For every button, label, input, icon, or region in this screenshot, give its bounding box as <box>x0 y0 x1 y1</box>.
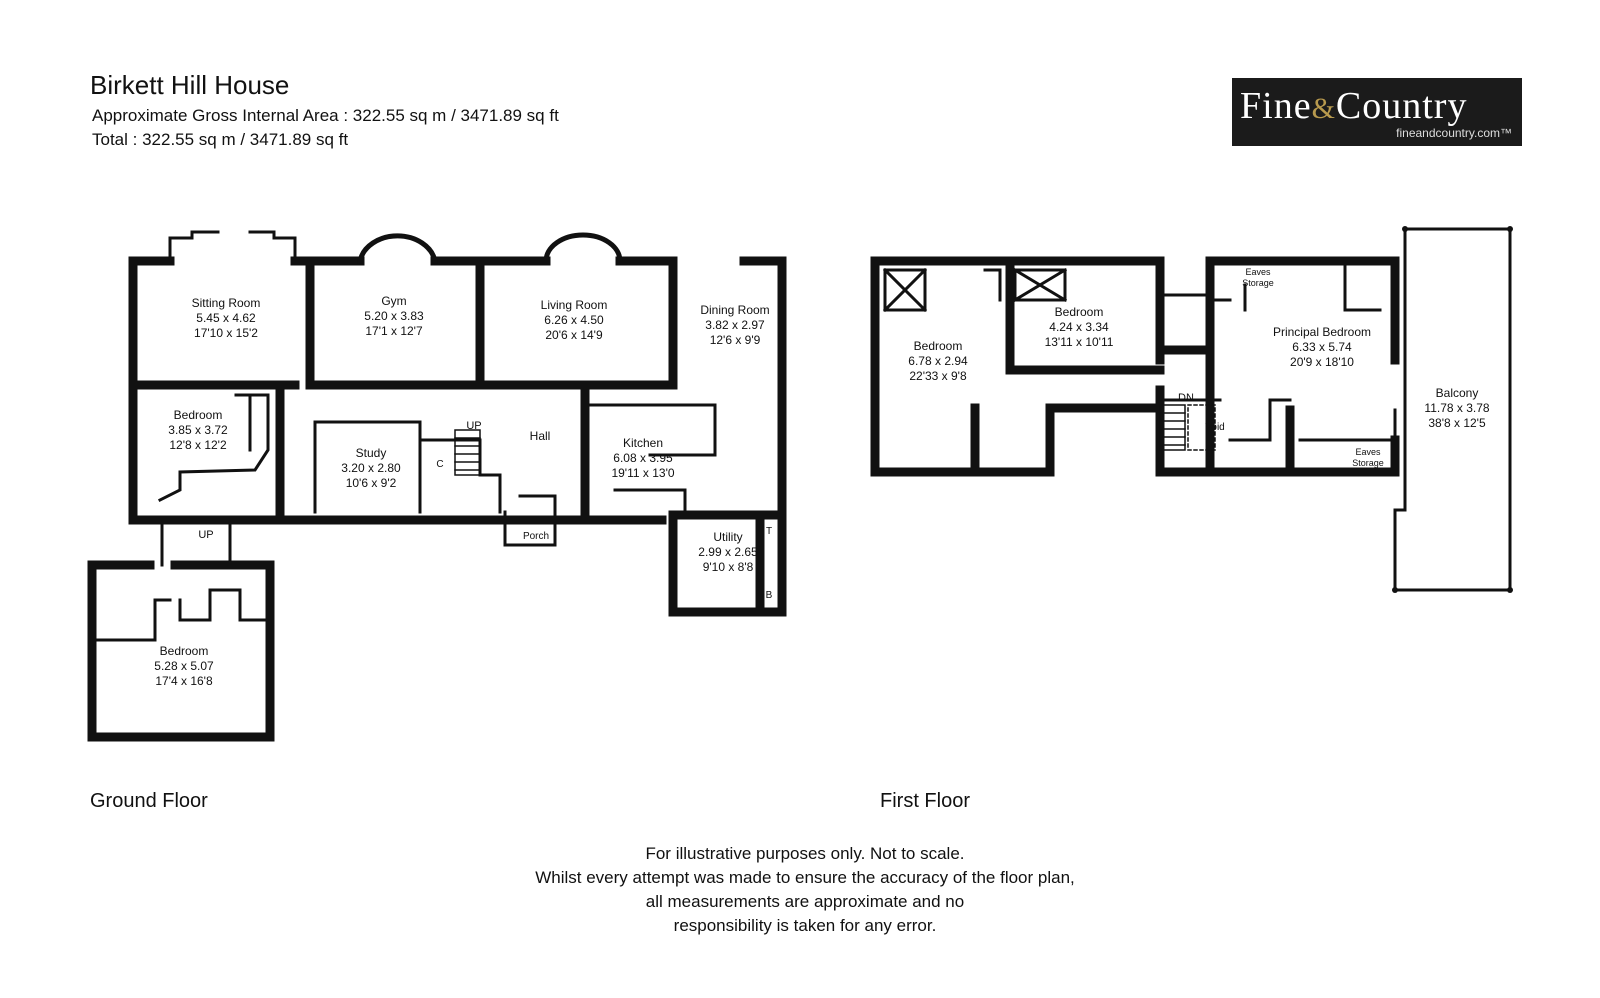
cupboard-label: C <box>436 459 443 470</box>
living-room-imperial: 20'6 x 14'9 <box>545 328 603 342</box>
study-name: Study <box>356 446 387 460</box>
gym-imperial: 17'1 x 12'7 <box>365 324 423 338</box>
ground-annex-walls <box>87 560 275 742</box>
kitchen-metric: 6.08 x 3.95 <box>613 451 673 465</box>
first-floor-walls <box>870 256 1400 477</box>
tank-label: T <box>766 526 772 537</box>
gross-area: Approximate Gross Internal Area : 322.55… <box>92 106 559 125</box>
bedroom-g2-imperial: 17'4 x 16'8 <box>155 674 213 688</box>
study-imperial: 10'6 x 9'2 <box>346 476 397 490</box>
principal-bedroom-name: Principal Bedroom <box>1273 325 1371 339</box>
balcony-name: Balcony <box>1436 386 1479 400</box>
bedroom-g2-name: Bedroom <box>160 644 209 658</box>
disclaimer-line-3: all measurements are approximate and no <box>645 892 965 911</box>
bedroom-f1-metric: 6.78 x 2.94 <box>908 354 968 368</box>
principal-bedroom-metric: 6.33 x 5.74 <box>1292 340 1352 354</box>
sitting-room-imperial: 17'10 x 15'2 <box>194 326 258 340</box>
utility-name: Utility <box>713 530 742 544</box>
void-label: Void <box>1205 422 1224 433</box>
dn-label: DN <box>1178 392 1194 404</box>
bedroom-f2-imperial: 13'11 x 10'11 <box>1045 335 1114 349</box>
kitchen-name: Kitchen <box>623 436 663 450</box>
annex-interior <box>90 518 272 642</box>
room-labels: Sitting Room 5.45 x 4.62 17'10 x 15'2 Gy… <box>154 267 1490 688</box>
dining-room-metric: 3.82 x 2.97 <box>705 318 765 332</box>
first-stair <box>1159 404 1216 451</box>
bedroom-f2-metric: 4.24 x 3.34 <box>1049 320 1109 334</box>
ground-stair <box>454 429 481 476</box>
living-room-name: Living Room <box>541 298 608 312</box>
bedroom-g1-imperial: 12'8 x 12'2 <box>169 438 227 452</box>
gym-name: Gym <box>381 294 406 308</box>
dining-room-imperial: 12'6 x 9'9 <box>710 333 761 347</box>
first-interior <box>882 263 1397 442</box>
porch-label: Porch <box>523 531 549 542</box>
balcony-imperial: 38'8 x 12'5 <box>1428 416 1486 430</box>
logo-url: fineandcountry.com™ <box>1396 126 1512 140</box>
ground-floor-walls <box>128 256 787 617</box>
bedroom-f2-name: Bedroom <box>1055 305 1104 319</box>
bedroom-f1-imperial: 22'33 x 9'8 <box>909 369 967 383</box>
sitting-room-bay <box>168 230 297 263</box>
disclaimer-line-2: Whilst every attempt was made to ensure … <box>535 868 1075 887</box>
gym-metric: 5.20 x 3.83 <box>364 309 424 323</box>
disclaimer: For illustrative purposes only. Not to s… <box>500 842 1110 938</box>
bedroom-g2-metric: 5.28 x 5.07 <box>154 659 214 673</box>
bedroom-g1-metric: 3.85 x 3.72 <box>168 423 228 437</box>
hall-label: Hall <box>530 429 551 443</box>
disclaimer-line-1: For illustrative purposes only. Not to s… <box>645 844 965 863</box>
up-label-annex: UP <box>198 529 213 541</box>
bay-windows <box>357 232 623 264</box>
kitchen-imperial: 19'11 x 13'0 <box>611 466 674 480</box>
eaves-storage-2-bottom: Storage <box>1352 458 1384 468</box>
boiler-label: B <box>766 590 773 601</box>
eaves-storage-2-top: Eaves <box>1355 447 1381 457</box>
logo-wordmark: Fine&Country <box>1240 85 1468 127</box>
disclaimer-line-4: responsibility is taken for any error. <box>673 916 937 935</box>
total-area: Total : 322.55 sq m / 3471.89 sq ft <box>92 130 349 149</box>
study-metric: 3.20 x 2.80 <box>341 461 401 475</box>
utility-metric: 2.99 x 2.65 <box>698 545 758 559</box>
sitting-room-metric: 5.45 x 4.62 <box>196 311 256 325</box>
sitting-room-name: Sitting Room <box>192 296 261 310</box>
fine-country-logo: Fine&Country fineandcountry.com™ <box>1232 78 1522 146</box>
bedroom-f1-name: Bedroom <box>914 339 963 353</box>
ground-floor-label: Ground Floor <box>90 790 208 812</box>
eaves-storage-1-top: Eaves <box>1245 267 1271 277</box>
bedroom-g1-name: Bedroom <box>174 408 223 422</box>
living-room-metric: 6.26 x 4.50 <box>544 313 604 327</box>
page-title: Birkett Hill House <box>90 70 290 100</box>
up-label-ground: UP <box>466 420 481 432</box>
utility-imperial: 9'10 x 8'8 <box>703 560 754 574</box>
dining-room-name: Dining Room <box>700 303 769 317</box>
principal-bedroom-imperial: 20'9 x 18'10 <box>1290 355 1354 369</box>
eaves-storage-1-bottom: Storage <box>1242 278 1274 288</box>
balcony-metric: 11.78 x 3.78 <box>1424 401 1489 415</box>
balcony-posts <box>1392 226 1513 593</box>
first-floor-label: First Floor <box>880 790 970 812</box>
